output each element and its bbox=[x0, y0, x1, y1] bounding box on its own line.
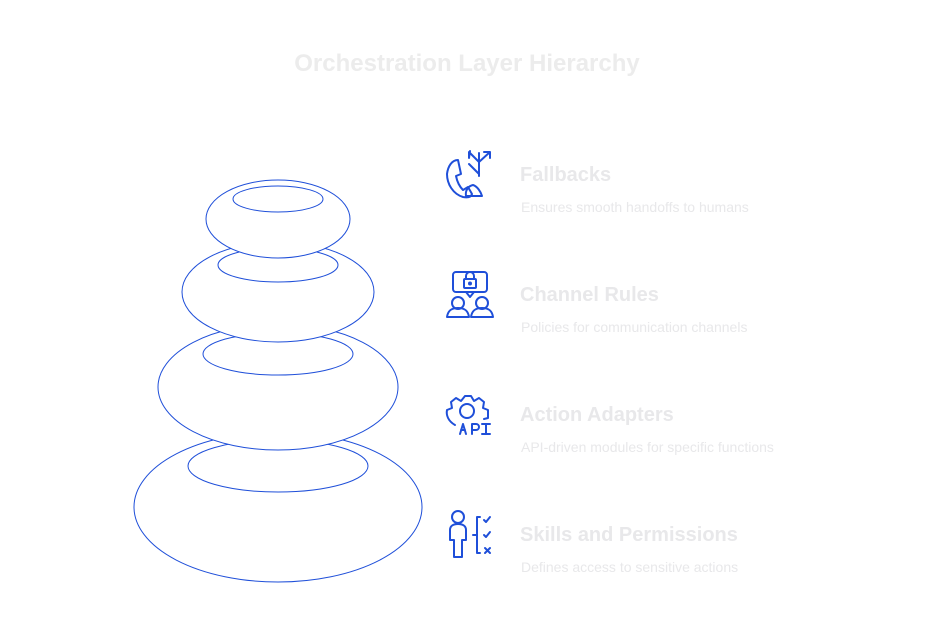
phone-transfer-icon bbox=[446, 150, 491, 199]
layer-label: Action Adapters bbox=[520, 404, 674, 426]
layer-description: Policies for communication channels bbox=[521, 319, 748, 335]
layer-skills-permissions: Skills and Permissions Defines access to… bbox=[444, 508, 924, 588]
layer-fallbacks: Fallbacks Ensures smooth handoffs to hum… bbox=[444, 148, 924, 228]
secure-chat-users-icon bbox=[446, 271, 494, 318]
user-permissions-icon bbox=[449, 510, 491, 558]
layer-description: Defines access to sensitive actions bbox=[521, 559, 739, 575]
layer-label: Fallbacks bbox=[520, 164, 612, 186]
layer-description: Ensures smooth handoffs to humans bbox=[521, 199, 749, 215]
diagram-title: Orchestration Layer Hierarchy bbox=[294, 50, 640, 77]
torus-top-layer bbox=[205, 179, 351, 259]
layer-description: API-driven modules for specific function… bbox=[521, 439, 774, 455]
layer-action-adapters: Action Adapters API-driven modules for s… bbox=[444, 388, 924, 468]
torus-bottom-layer bbox=[133, 431, 423, 583]
layer-label: Channel Rules bbox=[520, 284, 659, 306]
api-gear-icon bbox=[445, 395, 491, 435]
layer-channel-rules: Channel Rules Policies for communication… bbox=[444, 268, 924, 348]
torus-third-layer bbox=[157, 323, 399, 451]
layer-label: Skills and Permissions bbox=[520, 524, 738, 546]
